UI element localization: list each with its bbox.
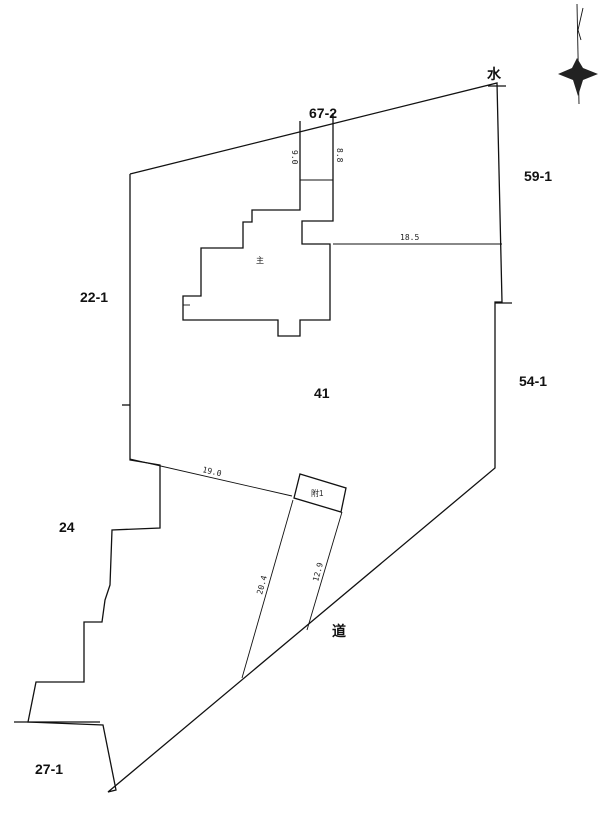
- dim-top-right: 8.8: [335, 148, 344, 163]
- parcel-south-label: 27-1: [35, 761, 63, 777]
- road-label: 道: [332, 623, 346, 639]
- north-arrow-icon: [558, 3, 598, 105]
- parcel-main-label: 41: [314, 385, 330, 401]
- annex-building-label: 附1: [311, 488, 324, 498]
- main-building-label: 主: [256, 255, 264, 265]
- lot-boundary: [27, 82, 503, 793]
- dim-west: 19.0: [202, 465, 223, 478]
- main-building: [182, 113, 334, 337]
- dim-line-annex-long: [241, 499, 294, 679]
- dim-top-left: 9.0: [290, 150, 299, 165]
- parcel-southwest-label: 24: [59, 519, 75, 535]
- parcel-north-label: 67-2: [309, 105, 337, 121]
- annex-building: [293, 473, 347, 513]
- parcel-west-label: 22-1: [80, 289, 108, 305]
- parcel-northeast-label: 59-1: [524, 168, 552, 184]
- dim-east: 18.5: [400, 233, 419, 242]
- dim-line-annex-short: [306, 511, 343, 631]
- water-label: 水: [487, 66, 502, 82]
- parcel-east-label: 54-1: [519, 373, 547, 389]
- dim-line-west: [129, 458, 293, 497]
- dim-annex-short: 12.9: [311, 561, 325, 582]
